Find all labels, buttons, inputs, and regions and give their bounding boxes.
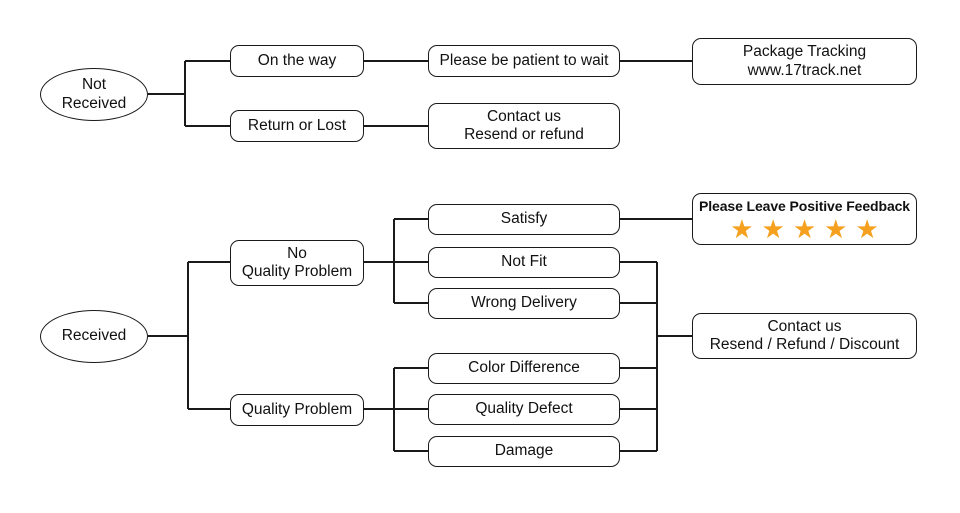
- node-contact-resend-refund-discount[interactable]: Contact us Resend / Refund / Discount: [692, 313, 917, 359]
- node-positive-feedback[interactable]: Please Leave Positive Feedback ★★★★★: [692, 193, 917, 245]
- node-quality-defect-label: Quality Defect: [475, 400, 573, 418]
- node-return-or-lost[interactable]: Return or Lost: [230, 110, 364, 142]
- node-not-fit-label: Not Fit: [501, 253, 547, 271]
- star-icon[interactable]: ★: [855, 213, 879, 244]
- node-return-or-lost-label: Return or Lost: [247, 116, 347, 134]
- node-not-received-label: Not Received: [61, 76, 127, 112]
- node-received-label: Received: [61, 327, 127, 345]
- node-please-be-patient-label: Please be patient to wait: [439, 51, 609, 69]
- star-icon[interactable]: ★: [824, 213, 848, 244]
- node-contact-resend-refund[interactable]: Contact us Resend or refund: [428, 103, 620, 149]
- node-no-quality-problem-label: No Quality Problem: [241, 244, 353, 280]
- node-contact-resend-refund-label: Contact us Resend or refund: [464, 107, 584, 143]
- node-wrong-delivery[interactable]: Wrong Delivery: [428, 288, 620, 319]
- star-icon[interactable]: ★: [730, 213, 754, 244]
- node-no-quality-problem[interactable]: No Quality Problem: [230, 240, 364, 286]
- node-package-tracking-label: Package Tracking www.17track.net: [742, 43, 867, 79]
- node-on-the-way[interactable]: On the way: [230, 45, 364, 77]
- feedback-title: Please Leave Positive Feedback: [698, 198, 910, 215]
- star-rating[interactable]: ★★★★★: [730, 216, 879, 242]
- node-quality-defect[interactable]: Quality Defect: [428, 394, 620, 425]
- node-color-difference[interactable]: Color Difference: [428, 353, 620, 384]
- node-package-tracking[interactable]: Package Tracking www.17track.net: [692, 38, 917, 85]
- star-icon[interactable]: ★: [792, 213, 817, 244]
- node-damage[interactable]: Damage: [428, 436, 620, 467]
- node-wrong-delivery-label: Wrong Delivery: [471, 294, 577, 312]
- node-damage-label: Damage: [494, 442, 554, 460]
- star-icon[interactable]: ★: [761, 213, 785, 244]
- node-quality-problem[interactable]: Quality Problem: [230, 394, 364, 426]
- node-quality-problem-label: Quality Problem: [241, 400, 353, 418]
- node-color-difference-label: Color Difference: [468, 359, 580, 377]
- node-satisfy-label: Satisfy: [500, 210, 548, 228]
- node-contact-resend-refund-discount-label: Contact us Resend / Refund / Discount: [709, 317, 900, 353]
- node-not-received[interactable]: Not Received: [40, 68, 148, 121]
- node-satisfy[interactable]: Satisfy: [428, 204, 620, 235]
- node-received[interactable]: Received: [40, 310, 148, 363]
- node-on-the-way-label: On the way: [257, 51, 337, 69]
- node-not-fit[interactable]: Not Fit: [428, 247, 620, 278]
- node-please-be-patient[interactable]: Please be patient to wait: [428, 45, 620, 77]
